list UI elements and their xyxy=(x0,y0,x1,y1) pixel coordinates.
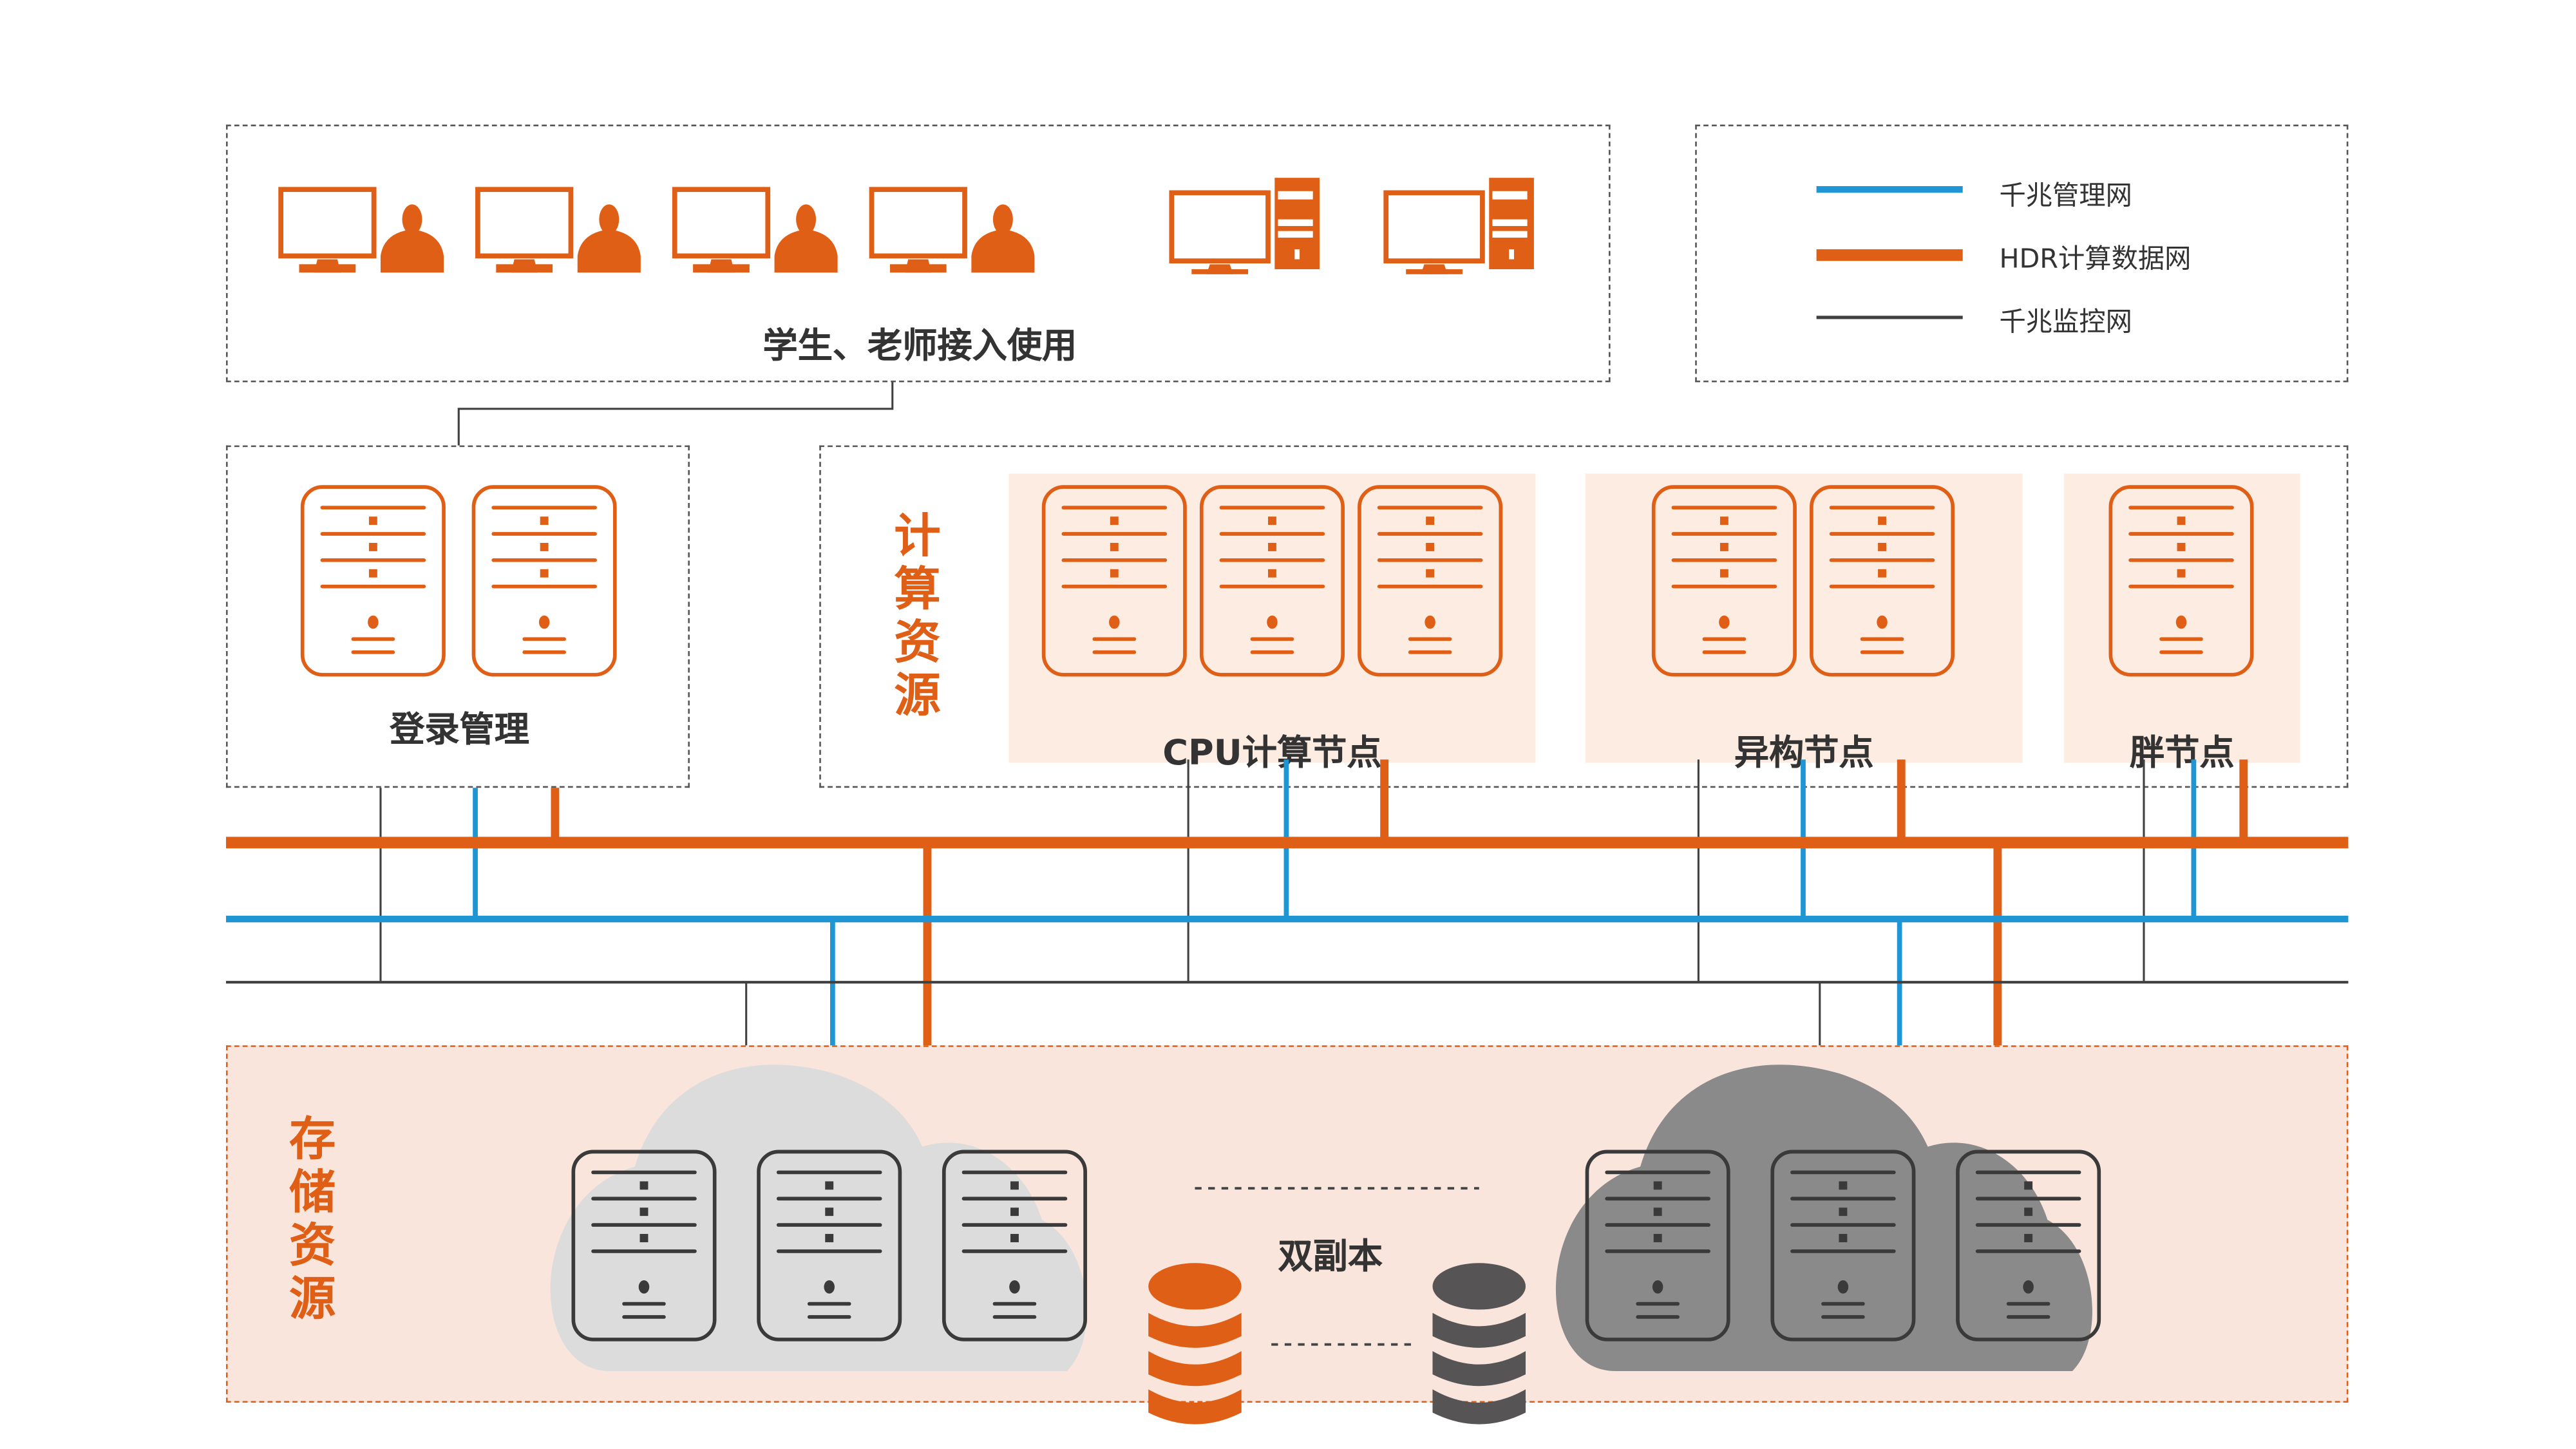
server-icon xyxy=(1199,485,1345,677)
server-icon xyxy=(571,1150,717,1341)
legend-label-mgmt: 千兆管理网 xyxy=(1999,179,2132,211)
compute-title-char: 资 xyxy=(894,614,941,670)
compute-box: 计 算 资 源 CPU计算节点 异构节点 胖节点 xyxy=(819,445,2349,788)
cloud-light-icon xyxy=(550,1065,1087,1371)
cpu-node-label: CPU计算节点 xyxy=(1162,733,1382,773)
server-icon xyxy=(1041,485,1187,677)
server-icon xyxy=(757,1150,902,1341)
login-box: 登录管理 xyxy=(225,445,690,788)
cpu-node-group: CPU计算节点 xyxy=(1009,473,1536,773)
server-icon xyxy=(1810,485,1955,677)
login-servers xyxy=(300,485,617,677)
desktop-tower-icon xyxy=(1383,178,1534,274)
storage-box: 存 储 资 源 双副本 xyxy=(225,1045,2349,1425)
compute-title-char: 源 xyxy=(894,668,941,723)
legend-swatch-hdr xyxy=(1816,249,1963,261)
server-icon xyxy=(1651,485,1797,677)
desktop-tower-icon xyxy=(1169,178,1320,274)
monitor-user-icon xyxy=(278,187,444,273)
legend-swatch-mgmt xyxy=(1816,186,1963,193)
storage-title-char: 源 xyxy=(289,1271,336,1327)
monitor-user-icon xyxy=(672,187,838,273)
hetero-node-group: 异构节点 xyxy=(1585,473,2023,773)
compute-title: 计 算 资 源 xyxy=(889,508,946,723)
monitor-user-icon xyxy=(869,187,1035,273)
legend-box: 千兆管理网 HDR计算数据网 千兆监控网 xyxy=(1695,124,2349,383)
storage-title-char: 储 xyxy=(289,1165,336,1220)
legend-label-hdr: HDR计算数据网 xyxy=(1999,242,2192,274)
storage-title-char: 存 xyxy=(289,1112,336,1167)
server-icon xyxy=(942,1150,1087,1341)
access-label: 学生、老师接入使用 xyxy=(762,325,1077,366)
compute-title-char: 计 xyxy=(894,508,941,564)
server-icon xyxy=(1358,485,1503,677)
server-icon xyxy=(1770,1150,1916,1341)
replica-label: 双副本 xyxy=(1278,1236,1383,1276)
access-icons xyxy=(278,178,1534,274)
storage-title-char: 资 xyxy=(289,1218,336,1273)
access-box: 学生、老师接入使用 xyxy=(225,124,1611,383)
legend-swatch-monitor xyxy=(1816,316,1963,319)
server-icon xyxy=(300,485,446,677)
server-icon xyxy=(1956,1150,2101,1341)
fat-node-group: 胖节点 xyxy=(2064,473,2300,773)
database-gray-icon xyxy=(1432,1263,1526,1425)
fat-node-label: 胖节点 xyxy=(2130,733,2235,773)
login-label: 登录管理 xyxy=(390,709,529,750)
storage-graphics xyxy=(550,1065,2101,1425)
legend-label-monitor: 千兆监控网 xyxy=(1999,305,2132,337)
compute-title-char: 算 xyxy=(894,562,941,617)
hetero-servers xyxy=(1651,485,1955,677)
server-icon xyxy=(471,485,617,677)
database-orange-icon xyxy=(1148,1263,1242,1425)
storage-title: 存 储 资 源 xyxy=(284,1113,341,1326)
fat-servers xyxy=(2108,485,2254,677)
cpu-servers xyxy=(1041,485,1503,677)
monitor-user-icon xyxy=(475,187,641,273)
server-icon xyxy=(1585,1150,1730,1341)
server-icon xyxy=(2108,485,2254,677)
